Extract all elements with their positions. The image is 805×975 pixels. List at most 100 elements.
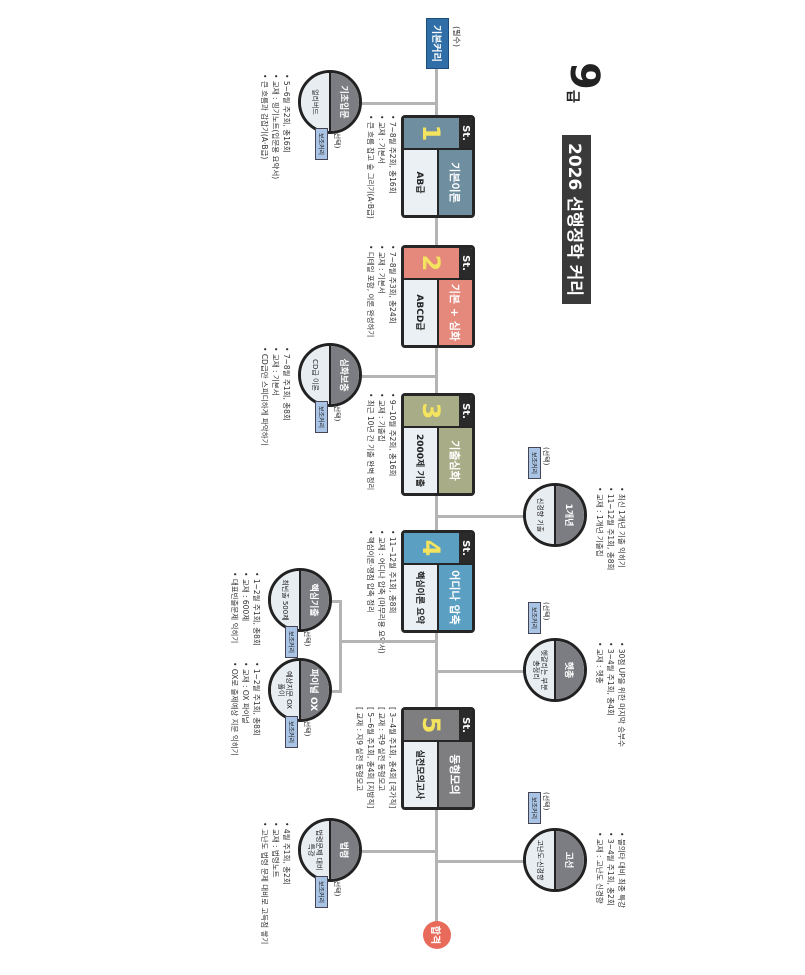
detail-item: 불의타 대비 최종 특강 xyxy=(616,832,627,908)
course-title: 심화보충 xyxy=(329,346,359,404)
detail-item: 9~10월 주2회, 총16회 xyxy=(387,393,398,490)
stage-st-label: St. xyxy=(459,248,472,278)
optional-note: (선택) xyxy=(303,628,311,647)
detail-item: 7~8월 주1회, 총8회 xyxy=(281,347,292,446)
stage-number: 3 xyxy=(417,402,446,420)
detail-item: 교재 : 기출집 xyxy=(376,393,387,490)
detail-item: 교재 : 기본서 xyxy=(270,347,281,446)
stage-details: 11~12월 주1회, 총8회교재 : 어디나 압축 (마무리용 요약서)핵심이… xyxy=(365,530,398,654)
detail-item: 큰 흐름 잡고 숲 그리기(A·B급) xyxy=(365,115,376,219)
detail-item: 30점 UP을 위한 마지막 승부수 xyxy=(616,642,627,747)
optional-note: (선택) xyxy=(303,718,311,737)
stage-number-column: St.5 xyxy=(404,710,472,742)
stage-st-label: St. xyxy=(459,533,472,563)
detail-item: 3~4월 주1회, 총4회 xyxy=(605,642,616,747)
course-subtitle: 신경향 기출 xyxy=(526,486,554,544)
optional-course-badge: 보조커리 xyxy=(285,626,298,659)
course-subtitle: 얼리버드 xyxy=(301,73,329,131)
stage-details: 7~8월 주3회, 총24회교재 : 기본서디테일 포함, 이론 완성하기 xyxy=(365,245,398,337)
stage-subtitle: 2000제 기출 xyxy=(404,428,437,493)
detail-item: 5~6월 주1회, 총4회 [지방직] xyxy=(365,707,376,808)
course-title: 고선 xyxy=(554,831,584,889)
detail-item: 교재 : 기본서 xyxy=(376,245,387,337)
course-title: 핵심기출 xyxy=(299,571,329,629)
detail-item: 11~12월 주1회, 총8회 xyxy=(605,487,616,571)
connector-line xyxy=(340,640,435,643)
detail-item: 교재 : 핑기노트(입문용 요약서) xyxy=(270,74,281,179)
course-details: 7~8월 주1회, 총8회교재 : 기본서CD급만 스피디하게 파악하기 xyxy=(259,347,292,446)
course-subtitle: 고난도·신경향 xyxy=(526,831,554,889)
course-title: 파이널 OX xyxy=(299,661,329,719)
course-details: 5~6월 주2회, 총16회교재 : 핑기노트(입문용 요약서)큰 흐름과 감잡… xyxy=(259,74,292,179)
detail-item: 교재 : 어디나 압축 (마무리용 요약서) xyxy=(376,530,387,654)
detail-item: 5~6월 주2회, 총16회 xyxy=(281,74,292,179)
stage-st-label: St. xyxy=(459,396,472,426)
connector-line xyxy=(362,102,435,105)
optional-course-badge: 보조커리 xyxy=(285,716,298,749)
course-title: 법령 xyxy=(329,821,359,879)
stage-title: 동형모의 xyxy=(437,742,472,807)
course-subtitle: 최빈출 500제 xyxy=(271,571,299,629)
required-course-label: 기본커리 xyxy=(426,18,449,69)
stage-subtitle: AB급 xyxy=(404,150,437,215)
grade-suffix: 급 xyxy=(564,90,580,103)
detail-item: 교재 : 국9 실전 동형모고 xyxy=(376,707,387,808)
detail-item: CD급만 스피디하게 파악하기 xyxy=(259,347,270,446)
detail-item: 7~8월 주3회, 총24회 xyxy=(387,245,398,337)
course-subtitle: 법령문제 대비특강 xyxy=(301,821,329,879)
course-title: 기초입문 xyxy=(329,73,359,131)
detail-item: 최신 1개년 기출 익히기 xyxy=(616,487,627,570)
stage-subtitle: 실전모의고사 xyxy=(404,742,437,807)
course-details: 1~2월 주1회, 총8회교재 : OX 파이널OX로 출제예상 지문 익히기 xyxy=(229,662,262,756)
course-details: 30점 UP을 위한 마지막 승부수3~4월 주1회, 총4회교재 : 헷총 xyxy=(594,642,627,747)
detail-item: 3~4월 주1회, 총4회 [국가직] xyxy=(387,707,398,808)
grade-number: 9 xyxy=(561,62,607,90)
stage-number-column: St. 2 xyxy=(404,248,472,280)
detail-item: 교재 : 법령노트 xyxy=(270,822,281,944)
stage-number-column: St. 3 xyxy=(404,396,472,428)
optional-course-badge: 보조커리 xyxy=(528,792,541,825)
connector-line xyxy=(362,375,435,378)
stage-number-column: St.1 xyxy=(404,118,472,150)
detail-item: 교재 : 600제 xyxy=(240,572,251,646)
detail-item: 교재 : 기본서 xyxy=(376,115,387,219)
optional-course-badge: 보조커리 xyxy=(315,401,328,434)
optional-course-badge: 보조커리 xyxy=(528,447,541,480)
pass-goal-badge: 합격 xyxy=(423,921,451,949)
detail-item: 교재 : 지9 실전 동형모고 xyxy=(354,707,365,808)
stage-details: 3~4월 주1회, 총4회 [국가직]교재 : 국9 실전 동형모고5~6월 주… xyxy=(354,707,398,808)
connector-line xyxy=(362,850,435,853)
optional-note: (선택) xyxy=(542,792,550,811)
stage-details: 7~8월 주2회, 총16회교재 : 기본서큰 흐름 잡고 숲 그리기(A·B급… xyxy=(365,115,398,219)
stage-title: 기본이론 xyxy=(437,150,472,215)
stage-number-column: St.4 xyxy=(404,533,472,565)
stage-details: 9~10월 주2회, 총16회교재 : 기출집최근 10년 간 기출 완벽 정리 xyxy=(365,393,398,490)
stage-number: 2 xyxy=(417,254,446,272)
detail-item: 큰 흐름과 감잡기(A·B급) xyxy=(259,74,270,179)
detail-item: 교재 : OX 파이널 xyxy=(240,662,251,756)
optional-course-badge: 보조커리 xyxy=(315,128,328,161)
optional-note: (선택) xyxy=(542,602,550,621)
connector-line xyxy=(339,600,342,693)
detail-item: 대표빈출문제 익히기 xyxy=(229,572,240,646)
detail-item: 고난도 법령 문제 대비로 고득점 쌓기 xyxy=(259,822,270,944)
stage-subtitle: ABCD급 xyxy=(404,280,437,345)
course-details: 4월 주1회, 총2회교재 : 법령노트고난도 법령 문제 대비로 고득점 쌓기 xyxy=(259,822,292,944)
stage-st-label: St. xyxy=(459,710,472,740)
detail-item: 11~12월 주1회, 총8회 xyxy=(387,530,398,654)
optional-note: (선택) xyxy=(333,403,341,422)
